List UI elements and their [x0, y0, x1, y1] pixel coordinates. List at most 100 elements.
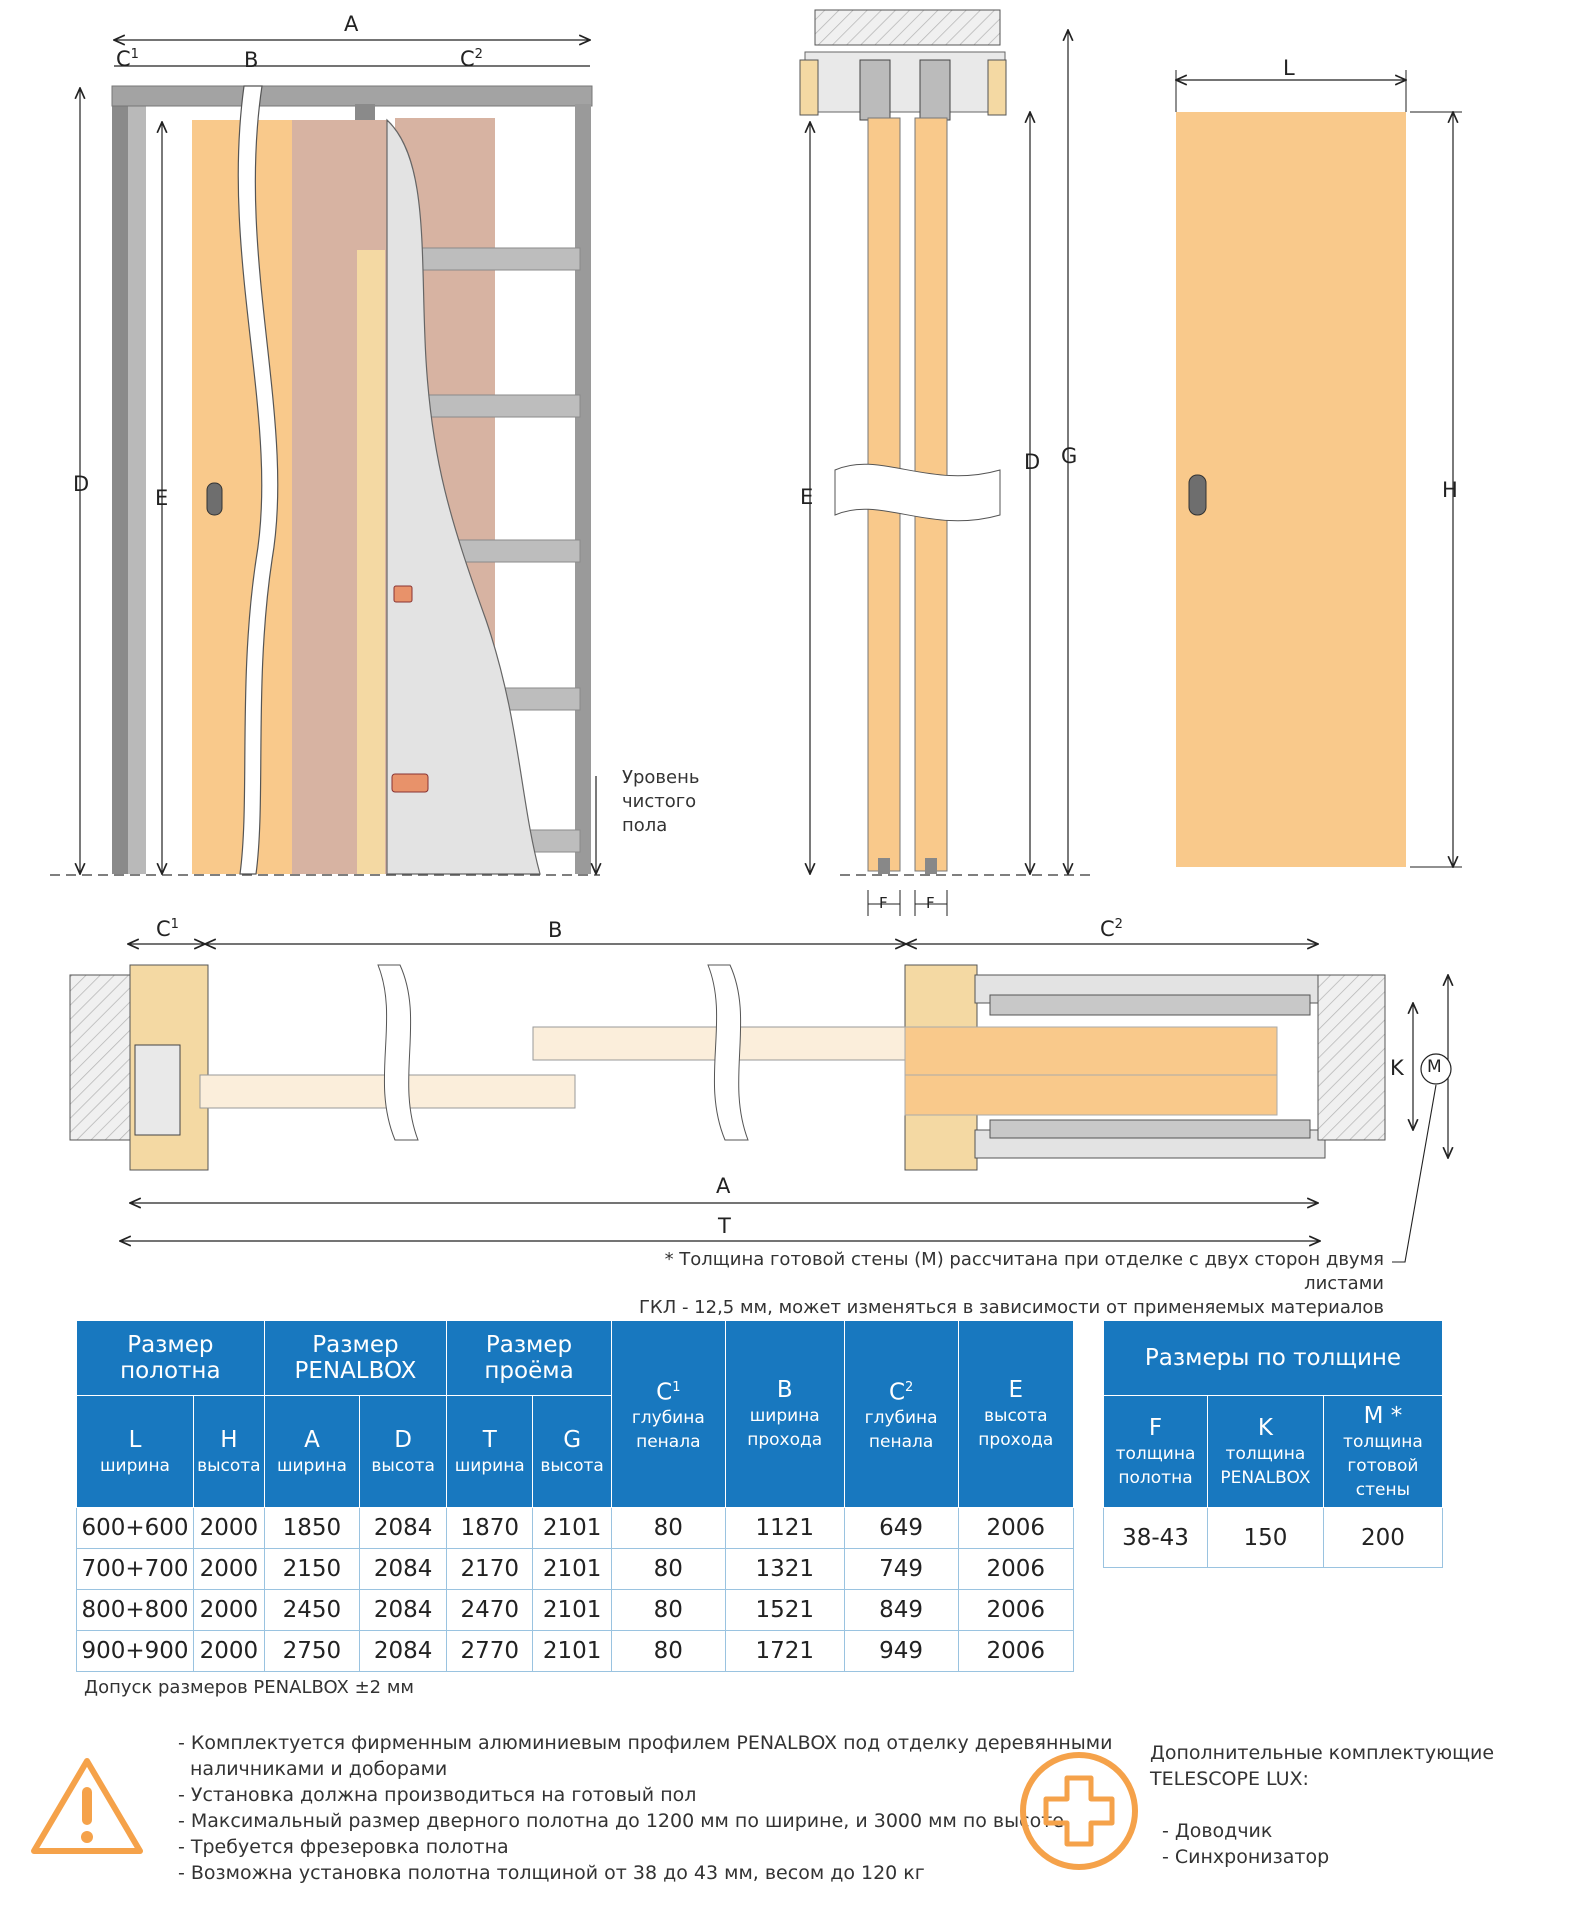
wall-thickness-footnote: * Толщина готовой стены (М) рассчитана п… — [638, 1249, 1384, 1318]
side-section — [799, 9, 1095, 916]
table-cell: 800+800 — [76, 1589, 194, 1631]
table-cell: 2000 — [193, 1589, 265, 1631]
list-item: - Синхронизатор — [1162, 1846, 1330, 1868]
table-row: 38-43 150 200 — [1102, 1507, 1444, 1568]
dim-label-t-plan: T — [718, 1214, 731, 1238]
plan-view — [69, 944, 1451, 1263]
table-cell: 2000 — [193, 1507, 265, 1549]
table-cell: 80 — [610, 1589, 726, 1631]
table-cell: 80 — [610, 1507, 726, 1549]
table-cell: 2470 — [446, 1589, 534, 1631]
table-cell: 2101 — [532, 1548, 612, 1590]
dim-label-c1-plan: C1 — [156, 917, 179, 941]
col-header-m: M *толщина готовой стены — [1322, 1395, 1444, 1508]
dim-label-a-plan: A — [716, 1174, 731, 1198]
table-cell: 1321 — [724, 1548, 845, 1590]
table-cell: 80 — [610, 1548, 726, 1590]
installation-notes: - Комплектуется фирменным алюминиевым пр… — [178, 1730, 1113, 1886]
dim-label-e-side: E — [800, 485, 814, 509]
plus-circle-icon — [1020, 1752, 1138, 1870]
dim-label-c2-plan: C2 — [1100, 917, 1123, 941]
table-cell: 2006 — [957, 1548, 1075, 1590]
table-cell: 2084 — [359, 1507, 448, 1549]
table-cell: 2101 — [532, 1589, 612, 1631]
frame-left-post — [112, 104, 128, 874]
table-cell: 1870 — [446, 1507, 534, 1549]
dim-label-g-side: G — [1061, 444, 1078, 468]
group-header-leaf: Размер полотна — [76, 1320, 265, 1396]
cut-wave — [237, 85, 279, 875]
dim-label-e-front: E — [155, 486, 169, 510]
list-item: - Доводчик — [1162, 1820, 1273, 1842]
list-item: наличниками и доборами — [190, 1758, 448, 1780]
drywall-cutaway — [386, 118, 541, 875]
door-elevation — [1176, 70, 1462, 867]
table-cell: 1850 — [263, 1507, 361, 1549]
table-cell: 849 — [843, 1589, 959, 1631]
dim-label-m: M — [1427, 1057, 1442, 1077]
table-cell: 2084 — [359, 1548, 448, 1590]
thickness-table-title: Размеры по толщине — [1103, 1320, 1443, 1396]
table-cell: 749 — [843, 1548, 959, 1590]
table-cell: 900+900 — [76, 1630, 194, 1672]
table-cell: 2084 — [359, 1589, 448, 1631]
dimensions-table: Размер полотна Размер PENALBOX Размер пр… — [76, 1320, 1075, 1672]
dim-label-l: L — [1283, 56, 1295, 80]
table-cell: 2101 — [532, 1630, 612, 1672]
door-panel — [1176, 112, 1406, 867]
warning-triangle-icon — [31, 1758, 143, 1854]
dim-label-c2-top: C2 — [460, 47, 483, 71]
dim-label-b-top: B — [244, 48, 259, 72]
dim-label-f-2: F — [926, 894, 935, 912]
group-header-opening: Размер проёма — [446, 1320, 612, 1396]
table-cell: 700+700 — [76, 1548, 194, 1590]
technical-drawing — [50, 9, 1462, 1263]
dim-label-a-top: A — [344, 12, 359, 36]
dim-label-c1-top: C1 — [116, 47, 139, 71]
table-cell: 2000 — [193, 1548, 265, 1590]
door-handle — [1188, 474, 1207, 516]
list-item: - Максимальный размер дверного полотна д… — [178, 1810, 1064, 1832]
extras-title: Дополнительные комплектующие — [1150, 1742, 1495, 1764]
dim-label-f-1: F — [879, 894, 888, 912]
table-cell: 2770 — [446, 1630, 534, 1672]
table-cell: 649 — [843, 1507, 959, 1549]
tolerance-note: Допуск размеров PENALBOX ±2 мм — [84, 1677, 414, 1698]
pocket-latch — [391, 773, 429, 793]
frame-top-rail — [111, 85, 593, 107]
extras-title: TELESCOPE LUX: — [1150, 1768, 1309, 1790]
table-cell: 2150 — [263, 1548, 361, 1590]
cell-f: 38-43 — [1102, 1507, 1209, 1568]
table-cell: 2450 — [263, 1589, 361, 1631]
table-cell: 600+600 — [76, 1507, 194, 1549]
table-cell: 2000 — [193, 1630, 265, 1672]
pocket-stop — [393, 585, 413, 603]
list-item: - Требуется фрезеровка полотна — [178, 1836, 509, 1858]
dim-label-h: H — [1442, 478, 1458, 502]
cell-k: 150 — [1207, 1507, 1324, 1568]
table-cell: 2006 — [957, 1507, 1075, 1549]
list-item: - Установка должна производиться на гото… — [178, 1784, 697, 1806]
table-cell: 2170 — [446, 1548, 534, 1590]
plan-pocket-door-2 — [904, 1074, 1278, 1116]
table-cell: 2006 — [957, 1630, 1075, 1672]
table-cell: 2006 — [957, 1589, 1075, 1631]
dim-label-d-side: D — [1024, 450, 1041, 474]
table-cell: 1121 — [724, 1507, 845, 1549]
front-view — [50, 40, 600, 876]
cell-m: 200 — [1322, 1507, 1444, 1568]
